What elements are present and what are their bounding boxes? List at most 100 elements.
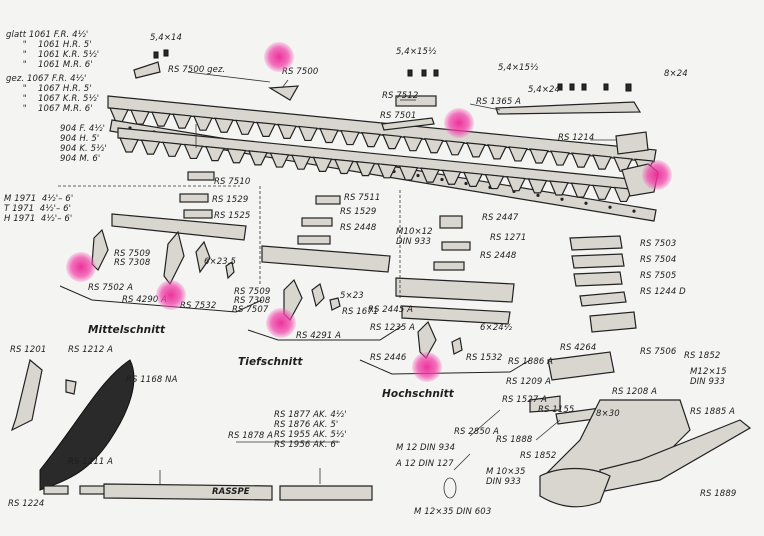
label-rs1852a: RS 1852 bbox=[684, 351, 721, 361]
label-rs1244d: RS 1244 D bbox=[640, 287, 686, 297]
label-m10x12: M10×12 bbox=[396, 227, 433, 237]
label-dim-54x15c: 5,4×15½ bbox=[498, 63, 539, 73]
divider-left bbox=[10, 358, 135, 495]
label-gez-blades: gez. 1067 F.R. 4½' " 1067 H.R. 5' " 1067… bbox=[6, 74, 100, 114]
label-rs1852b: RS 1852 bbox=[520, 451, 557, 461]
section-title-tiefschnitt: Tiefschnitt bbox=[238, 356, 303, 368]
label-rs1525: RS 1525 bbox=[214, 211, 251, 221]
knife-bar-middle bbox=[117, 127, 641, 203]
label-rs7508: RS 7308 bbox=[234, 296, 271, 306]
bolts-top bbox=[153, 49, 632, 92]
label-din933a: DIN 933 bbox=[396, 237, 432, 247]
highlight-marker[interactable] bbox=[642, 160, 672, 190]
ground-plates bbox=[103, 483, 373, 501]
label-rs2448b: RS 2448 bbox=[480, 251, 517, 261]
highlight-marker[interactable] bbox=[266, 308, 296, 338]
label-rs7512: RS 7512 bbox=[382, 91, 419, 101]
label-dim-54x24: 5,4×24 bbox=[528, 85, 561, 95]
label-rs1365a: RS 1365 A bbox=[476, 97, 522, 107]
label-rs1271: RS 1271 bbox=[490, 233, 527, 243]
label-rs1529a: RS 1529 bbox=[212, 195, 249, 205]
label-rs7509b: RS 7509 bbox=[234, 287, 271, 297]
label-rs1889: RS 1889 bbox=[700, 489, 737, 499]
label-m12din934: M 12 DIN 934 bbox=[396, 443, 456, 453]
section-title-mittelschnitt: Mittelschnitt bbox=[88, 324, 166, 336]
label-rs7500: RS 7500 bbox=[282, 67, 319, 77]
label-rs7501: RS 7501 bbox=[380, 111, 417, 121]
label-rs2446: RS 2446 bbox=[370, 353, 407, 363]
label-rs7506: RS 7506 bbox=[640, 347, 677, 357]
label-rs4290a: RS 4290 A bbox=[122, 295, 168, 305]
label-dim-5x23: 5×23 bbox=[340, 291, 364, 301]
label-rs7502a: RS 7502 A bbox=[88, 283, 134, 293]
label-rs7532: RS 7532 bbox=[180, 301, 217, 311]
highlight-marker[interactable] bbox=[66, 252, 96, 282]
label-rs1214: RS 1214 bbox=[558, 133, 595, 143]
label-rs2850a: RS 2850 A bbox=[454, 427, 500, 437]
label-rs1212a: RS 1212 A bbox=[68, 345, 114, 355]
label-rs1877: RS 1877 AK. 4½' RS 1876 AK. 5' RS 1955 A… bbox=[274, 410, 347, 450]
label-rs1527a: RS 1527 A bbox=[502, 395, 548, 405]
shoe-assembly-right bbox=[529, 351, 752, 508]
highlight-marker[interactable] bbox=[444, 108, 474, 138]
label-rs1671: RS 1671 bbox=[342, 307, 379, 317]
ball-head bbox=[615, 131, 649, 155]
label-rs1532: RS 1532 bbox=[466, 353, 503, 363]
label-rs1235a: RS 1235 A bbox=[370, 323, 416, 333]
label-rs2448a: RS 2448 bbox=[340, 223, 377, 233]
label-dim-8x24: 8×24 bbox=[664, 69, 688, 79]
section-title-hochschnitt: Hochschnitt bbox=[382, 388, 454, 400]
label-rs1886a: RS 1886 A bbox=[508, 357, 554, 367]
label-rs4264: RS 4264 bbox=[560, 343, 597, 353]
section-line-tief bbox=[247, 325, 403, 341]
label-bar-904: 904 F. 4½' 904 H. 5' 904 K. 5½' 904 M. 6… bbox=[60, 124, 107, 164]
blade-single-mid bbox=[268, 85, 300, 101]
label-rs1211a: RS 1211 A bbox=[68, 457, 114, 467]
label-dim-8x30: 8×30 bbox=[596, 409, 620, 419]
label-din933c: DIN 933 bbox=[486, 477, 522, 487]
knife-bar-top bbox=[107, 95, 657, 174]
label-rs1885a: RS 1885 A bbox=[690, 407, 736, 417]
leader-lines bbox=[159, 71, 616, 484]
label-m1971: M 1971 4½'– 6' T 1971 4½'– 6' H 1971 4½'… bbox=[4, 194, 74, 224]
label-rs7509a: RS 7509 bbox=[114, 249, 151, 259]
plate-7501 bbox=[381, 117, 435, 131]
label-rs1168na: RS 1168 NA bbox=[126, 375, 178, 385]
highlight-marker[interactable] bbox=[156, 280, 186, 310]
rod-2850 bbox=[469, 409, 501, 437]
plates-stack-right bbox=[569, 235, 637, 333]
hook-2850 bbox=[443, 477, 457, 499]
label-rs1155: RS 1155 bbox=[538, 405, 575, 415]
label-dim-6x24: 6×24½ bbox=[480, 323, 513, 333]
label-rs7505: RS 7505 bbox=[640, 271, 677, 281]
label-rs7507: RS 7507 bbox=[232, 305, 269, 315]
label-m12x35: M 12×35 DIN 603 bbox=[414, 507, 492, 517]
highlight-marker[interactable] bbox=[412, 352, 442, 382]
label-rs2445a: RS 2445 A bbox=[368, 305, 414, 315]
label-rs1208a: RS 1208 A bbox=[612, 387, 658, 397]
highlight-marker[interactable] bbox=[264, 42, 294, 72]
dashed-guides bbox=[58, 185, 401, 300]
label-rs7511: RS 7511 bbox=[344, 193, 381, 203]
label-rs1529b: RS 1529 bbox=[340, 207, 377, 217]
group-hochschnitt bbox=[395, 215, 515, 359]
label-m10x35: M 10×35 bbox=[486, 467, 526, 477]
label-rs1224: RS 1224 bbox=[8, 499, 45, 509]
label-m12x15: M12×15 bbox=[690, 367, 727, 377]
label-a12din127: A 12 DIN 127 bbox=[396, 459, 454, 469]
connector-rod bbox=[495, 101, 642, 115]
label-rs7308: RS 7308 bbox=[114, 258, 151, 268]
label-rs2447: RS 2447 bbox=[482, 213, 519, 223]
group-mittelschnitt bbox=[91, 171, 247, 286]
plate-7512 bbox=[395, 95, 437, 107]
label-rs1878a: RS 1878 A bbox=[228, 431, 274, 441]
label-dim-54x15b: 5,4×15½ bbox=[396, 47, 437, 57]
label-rs7500gez: RS 7500 gez. bbox=[168, 65, 226, 75]
label-rs1209a: RS 1209 A bbox=[506, 377, 552, 387]
label-rassle: RASSPE bbox=[212, 487, 250, 497]
label-glatt-blades: glatt 1061 F.R. 4½' " 1061 H.R. 5' " 106… bbox=[6, 30, 100, 70]
label-rs1201: RS 1201 bbox=[10, 345, 47, 355]
label-din933b: DIN 933 bbox=[690, 377, 726, 387]
